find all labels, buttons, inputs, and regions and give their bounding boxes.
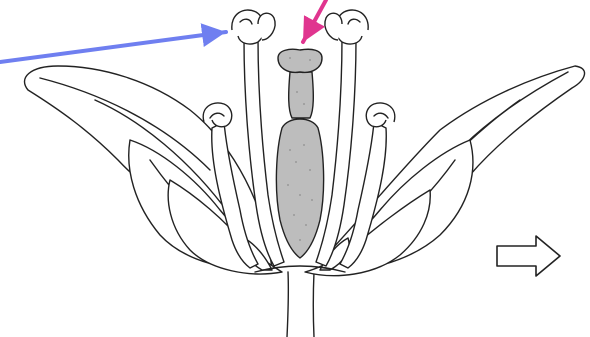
stigma-pointer-arrow <box>303 0 326 42</box>
pistil <box>276 49 323 258</box>
stigma <box>278 49 322 72</box>
anther-pointer-arrow <box>0 32 226 62</box>
ovary <box>276 119 323 258</box>
stem <box>287 272 314 337</box>
next-arrow-icon <box>497 236 560 276</box>
style <box>289 72 314 118</box>
